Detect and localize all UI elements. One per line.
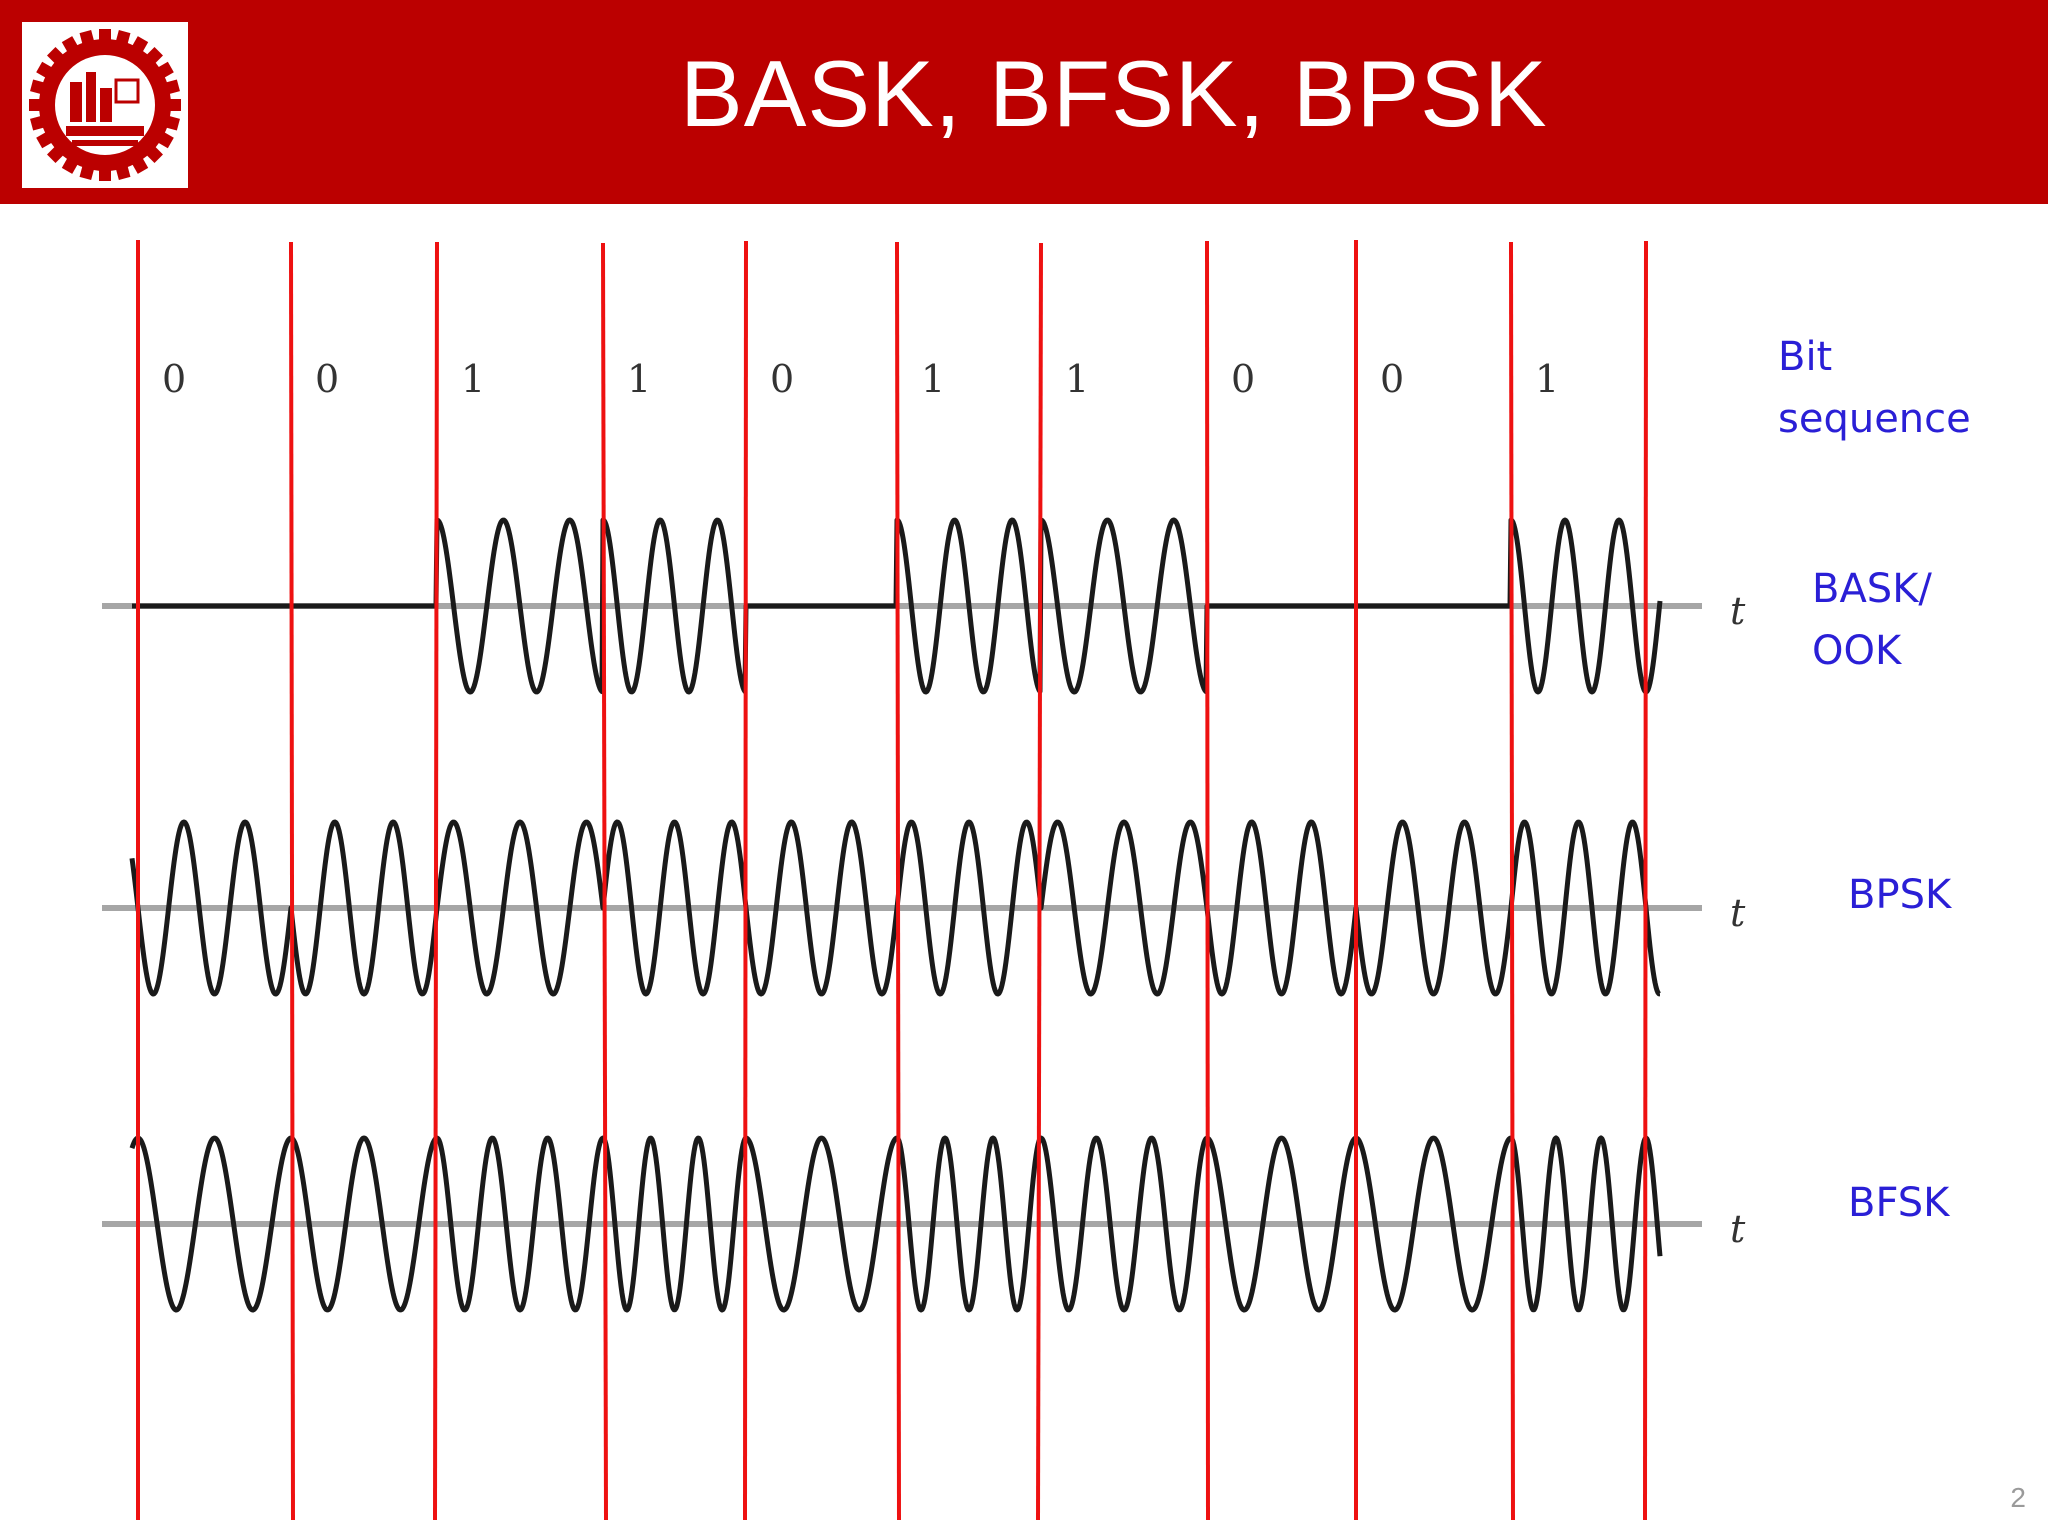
time-axis-label: t (1730, 589, 1746, 633)
title-bar: BASK, BFSK, BPSK (0, 0, 2048, 204)
slide-title: BASK, BFSK, BPSK (680, 41, 1548, 146)
logo-building (70, 82, 82, 122)
bit-label: 0 (1380, 357, 1404, 401)
bit-boundary-line (1036, 242, 1043, 1521)
logo-book (66, 126, 144, 136)
logo-building (100, 88, 112, 122)
logo-book (72, 140, 138, 146)
bit-boundary-line (1509, 241, 1515, 1521)
bit-label: 0 (162, 357, 186, 401)
bpsk-waveform (129, 819, 1662, 997)
bfsk-waveform (129, 1135, 1663, 1313)
bit-label: 1 (461, 357, 485, 401)
bit-sequence-label-line: Bit (1778, 334, 1833, 380)
logo-building (86, 72, 96, 122)
logo-gear-tooth (99, 29, 111, 41)
logo-gear-tooth (169, 99, 181, 111)
bit-label: 0 (315, 357, 339, 401)
bit-label: 0 (1231, 357, 1255, 401)
bit-label: 1 (1065, 357, 1089, 401)
bit-label: 1 (921, 357, 945, 401)
bask-ook-label: BASK/ OOK (1812, 558, 1932, 682)
page-number: 2 (2010, 1482, 2026, 1513)
logo-grid (114, 78, 140, 104)
bit-label: 0 (770, 357, 794, 401)
bit-label: 1 (627, 357, 651, 401)
bit-sequence-label-line: sequence (1778, 396, 1971, 442)
bit-boundary-line (743, 240, 748, 1521)
logo-gear-tooth (29, 99, 41, 111)
bfsk-label-line: BFSK (1848, 1180, 1950, 1226)
bpsk-label: BPSK (1848, 864, 1951, 926)
bit-sequence-label: Bit sequence (1778, 326, 1971, 450)
bfsk-label: BFSK (1848, 1172, 1949, 1234)
bpsk-label-line: BPSK (1848, 872, 1952, 918)
university-gear-seal-icon (29, 29, 181, 181)
bit-boundary-line (1643, 240, 1648, 1521)
logo-gear-tooth (99, 169, 111, 181)
bit-boundary-line (895, 241, 901, 1521)
bit-boundary-line (601, 242, 608, 1521)
bit-boundary-line (433, 241, 439, 1521)
bit-boundary-line (289, 241, 295, 1521)
time-axis-label: t (1730, 1207, 1746, 1251)
bask-label-line: OOK (1812, 628, 1902, 674)
bask-label-line: BASK/ (1812, 566, 1932, 612)
university-logo (22, 22, 188, 188)
time-axis-label: t (1730, 891, 1746, 935)
bit-label: 1 (1535, 357, 1559, 401)
bit-boundary-line (1205, 240, 1210, 1521)
